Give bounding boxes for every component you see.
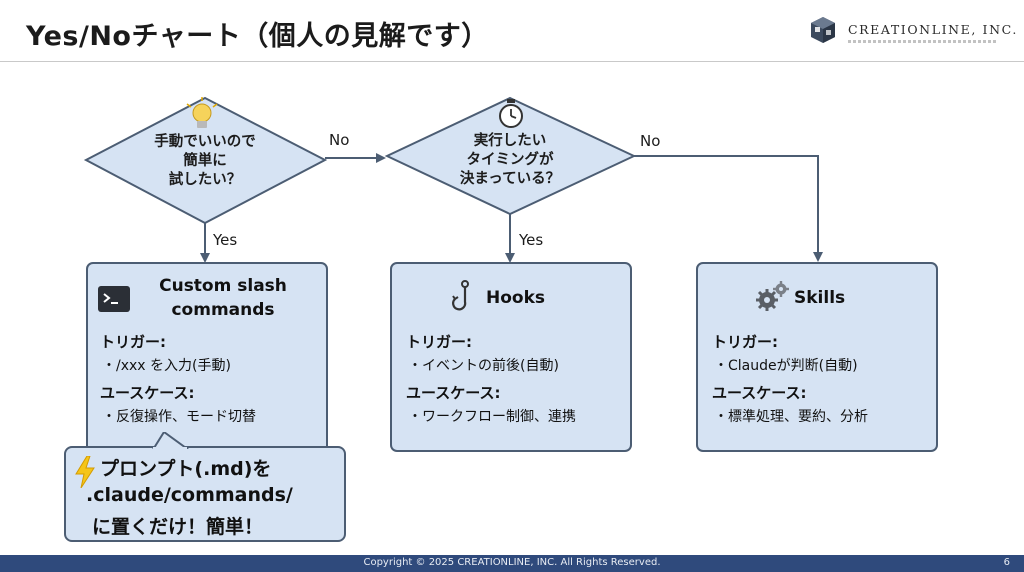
callout-line: に置くだけ！簡単！ xyxy=(92,516,264,538)
page-number: 6 xyxy=(1003,557,1010,568)
trigger-label: トリガー: xyxy=(406,333,472,351)
terminal-icon xyxy=(98,286,130,312)
hook-icon xyxy=(452,280,469,311)
trigger-value: ・イベントの前後(自動) xyxy=(408,358,559,374)
gears-icon xyxy=(756,281,789,311)
copyright-text: Copyright © 2025 CREATIONLINE, INC. All … xyxy=(363,557,661,568)
decision-2-line: 実行したい xyxy=(473,133,547,149)
callout-pointer xyxy=(152,432,190,450)
trigger-label: トリガー: xyxy=(712,333,778,351)
decision-1-line: 試したい？ xyxy=(168,172,242,188)
stopwatch-icon xyxy=(499,99,523,128)
decision-1-line: 簡単に xyxy=(183,153,227,169)
result-box-skills: Skills トリガー: ・Claudeが判断(自動) ユースケース: ・標準処… xyxy=(696,262,938,452)
decision-1-line: 手動でいいので xyxy=(154,134,256,150)
usecase-value: ・反復操作、モード切替 xyxy=(102,409,256,425)
logo-text: CREATIONLINE, INC. xyxy=(848,22,1018,37)
decision-2-text: 実行したい タイミングが 決まっている？ xyxy=(440,132,580,189)
result-title: Hooks xyxy=(486,288,546,308)
callout-line: .claude/commands/ xyxy=(86,484,293,506)
trigger-value: ・/xxx を入力(手動) xyxy=(102,358,231,374)
decision-2-line: 決まっている？ xyxy=(459,171,561,187)
footer-bar: Copyright © 2025 CREATIONLINE, INC. All … xyxy=(0,555,1024,572)
lightbulb-icon xyxy=(186,97,218,128)
edge-label-yes-2: Yes xyxy=(519,231,544,249)
arrow-no-2 xyxy=(634,155,823,262)
usecase-value: ・標準処理、要約、分析 xyxy=(714,409,868,425)
trigger-label: トリガー: xyxy=(100,333,166,351)
trigger-value: ・Claudeが判断(自動) xyxy=(714,358,858,374)
result-title-line: Custom slash xyxy=(159,276,287,296)
result-title: Skills xyxy=(794,288,846,308)
edge-label-no-2: No xyxy=(640,132,661,150)
page-title: Yes/Noチャート（個人の見解です） xyxy=(26,21,489,52)
logo-cube-icon xyxy=(811,17,835,43)
result-box-custom-slash-commands: Custom slash commands トリガー: ・/xxx を入力(手動… xyxy=(86,262,328,458)
callout-line: プロンプト(.md)を xyxy=(100,458,272,480)
edge-label-no-1: No xyxy=(329,131,350,149)
tip-callout: プロンプト(.md)を .claude/commands/ に置くだけ！簡単！ xyxy=(64,446,346,542)
result-title: Custom slash commands xyxy=(138,274,308,322)
usecase-label: ユースケース: xyxy=(712,384,807,402)
header-divider xyxy=(0,61,1024,62)
result-title-line: commands xyxy=(171,300,275,320)
result-box-hooks: Hooks トリガー: ・イベントの前後(自動) ユースケース: ・ワークフロー… xyxy=(390,262,632,452)
logo-tagline-decoration xyxy=(848,40,998,43)
usecase-label: ユースケース: xyxy=(100,384,195,402)
edge-label-yes-1: Yes xyxy=(213,231,238,249)
company-logo: CREATIONLINE, INC. xyxy=(808,14,1016,54)
usecase-label: ユースケース: xyxy=(406,384,501,402)
usecase-value: ・ワークフロー制御、連携 xyxy=(408,409,576,425)
decision-2-line: タイミングが xyxy=(466,152,554,168)
lightning-icon xyxy=(75,456,95,488)
decision-1-text: 手動でいいので 簡単に 試したい？ xyxy=(135,133,275,190)
